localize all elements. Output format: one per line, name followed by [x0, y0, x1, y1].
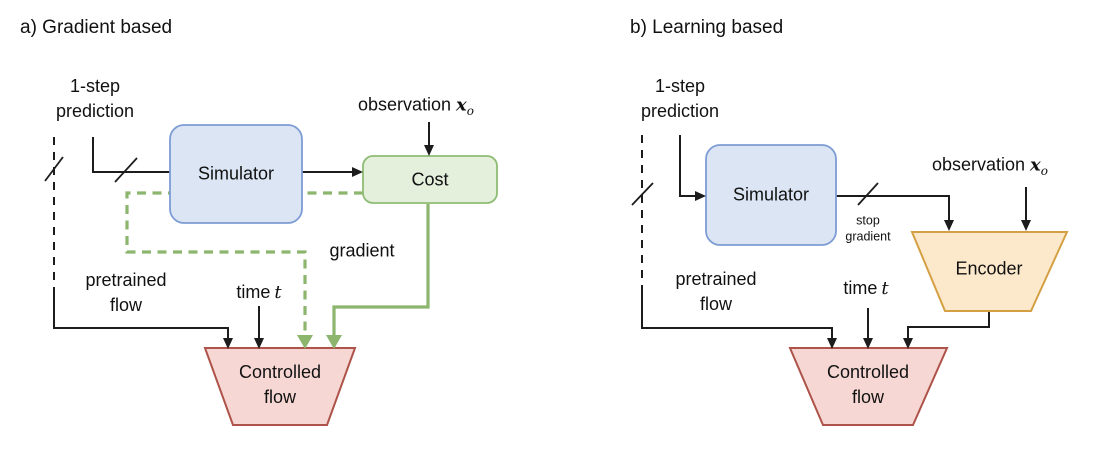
arrowhead-time	[863, 338, 873, 349]
time-variable: t	[881, 278, 889, 300]
time-word: time	[236, 282, 271, 303]
arrowhead-pretrained-flow	[223, 338, 233, 349]
stop-gradient-label: stop gradient	[845, 213, 891, 243]
slash-mark	[114, 157, 138, 183]
controlled-flow-label: Controlled flow	[826, 362, 910, 407]
encoder-to-flow-line	[907, 311, 990, 339]
arrowhead-pretrained-flow	[827, 338, 837, 349]
panel-b-title: b) Learning based	[630, 17, 784, 38]
observation-variable: x	[456, 94, 467, 116]
one-step-prediction-label: 1-step prediction	[55, 76, 135, 121]
arrowhead-one-step	[695, 191, 706, 201]
time-word: time	[843, 278, 878, 299]
simulator-box	[169, 124, 303, 224]
arrowhead-observation	[1021, 220, 1031, 231]
observation-variable: x	[1030, 154, 1041, 176]
pretrained-flow-corner-line	[641, 290, 833, 339]
panel-a-title: a) Gradient based	[20, 17, 173, 38]
time-variable: t	[274, 282, 282, 304]
arrowhead-observation	[424, 145, 434, 156]
slash-mark	[44, 156, 64, 182]
one-step-prediction-label: 1-step prediction	[640, 76, 720, 121]
arrowhead-time	[254, 338, 264, 349]
cost-to-flow-path	[332, 204, 430, 336]
arrowhead-sim-to-encoder	[944, 220, 954, 231]
arrowhead-gradient-dashed	[297, 335, 313, 349]
one-step-input-line	[92, 137, 170, 173]
one-step-input-line	[679, 135, 695, 197]
encoder-label: Encoder	[955, 258, 1023, 279]
arrowhead-cost-to-flow	[326, 335, 342, 349]
controlled-flow-label: Controlled flow	[238, 362, 322, 407]
observation-subscript: o	[466, 104, 475, 119]
pretrained-flow-label: pretrained flow	[85, 270, 167, 315]
simulator-box	[705, 144, 837, 246]
encoder-trapezoid	[910, 231, 1069, 312]
panel-b-graphics	[631, 135, 1069, 426]
controlled-flow-trapezoid	[788, 347, 949, 426]
slash-mark	[631, 182, 654, 206]
gradient-label: gradient	[329, 240, 395, 261]
simulator-label: Simulator	[732, 184, 810, 205]
slash-mark-stop-gradient	[857, 182, 879, 206]
arrowhead-sim-to-cost	[352, 167, 363, 177]
observation-subscript: o	[1040, 164, 1049, 179]
observation-word: observation	[357, 94, 452, 115]
cost-box	[362, 155, 498, 204]
simulator-label: Simulator	[197, 163, 275, 184]
arrowhead-encoder-to-flow	[903, 338, 913, 349]
observation-word: observation	[931, 154, 1026, 175]
pretrained-flow-corner-line	[53, 290, 229, 339]
cost-label: Cost	[411, 169, 449, 190]
panel-a-graphics	[44, 122, 498, 426]
simulator-output-line	[836, 195, 950, 220]
pretrained-flow-label: pretrained flow	[675, 269, 757, 314]
